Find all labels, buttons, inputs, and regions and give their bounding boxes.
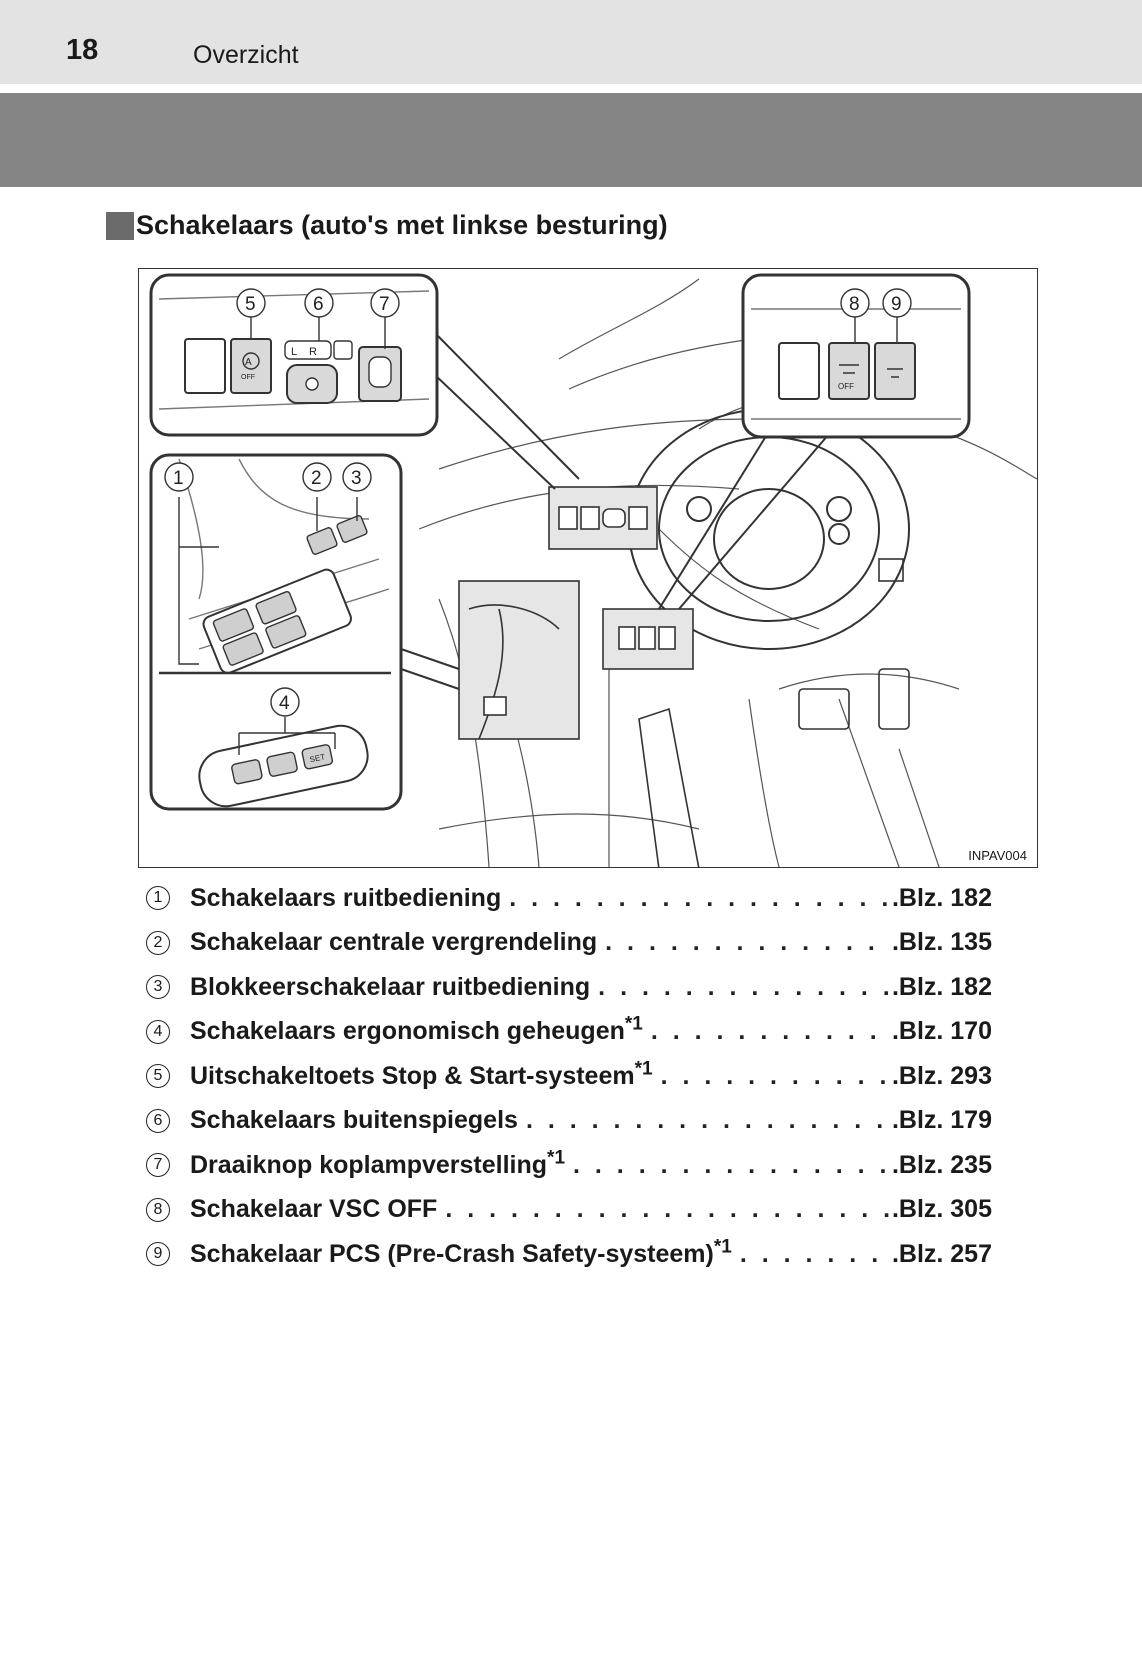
dot-leader: . . . . . . . . . . . . . . . . . . . . … — [739, 1239, 890, 1268]
list-item: 7 Draaiknop koplampverstelling*1 . . . .… — [146, 1143, 992, 1188]
item-number: 7 — [146, 1153, 170, 1178]
page-reference: .Blz. 182 — [891, 972, 992, 1001]
list-item: 9 Schakelaar PCS (Pre-Crash Safety-syste… — [146, 1232, 992, 1277]
item-label: Schakelaars ruitbediening — [190, 883, 502, 912]
list-item: 1 Schakelaars ruitbediening . . . . . . … — [146, 876, 992, 921]
callout-6: 6 — [313, 294, 324, 315]
callout-9: 9 — [891, 294, 902, 315]
item-label: Schakelaar centrale vergrendeling — [190, 928, 598, 957]
item-label: Draaiknop koplampverstelling — [190, 1150, 548, 1179]
dot-leader: . . . . . . . . . . . . . . . . . . . . … — [650, 1017, 890, 1046]
item-number: 4 — [146, 1019, 170, 1044]
item-label: Schakelaar PCS (Pre-Crash Safety-systeem… — [190, 1239, 714, 1268]
item-footnote: *1 — [634, 1058, 653, 1080]
item-footnote: *1 — [547, 1147, 566, 1169]
callout-7: 7 — [379, 294, 390, 315]
callout-5: 5 — [245, 294, 256, 315]
svg-text:SET: SET — [309, 752, 326, 764]
dashboard-illustration: A OFF L R 5 6 7 — [138, 268, 1038, 868]
callout-3: 3 — [351, 468, 362, 489]
item-label: Uitschakeltoets Stop & Start-systeem — [190, 1061, 635, 1090]
item-number: 6 — [146, 1108, 170, 1133]
dot-leader: . . . . . . . . . . . . . . . . . . . . … — [660, 1061, 890, 1090]
page-number: 18 — [66, 34, 99, 66]
list-item: 3 Blokkeerschakelaar ruitbediening . . .… — [146, 965, 992, 1010]
list-item: 2 Schakelaar centrale vergrendeling . . … — [146, 921, 992, 966]
switch-legend: 1 Schakelaars ruitbediening . . . . . . … — [146, 876, 992, 1277]
page-reference: .Blz. 135 — [891, 928, 992, 957]
item-number: 5 — [146, 1064, 170, 1089]
item-number: 1 — [146, 886, 170, 911]
list-item: 8 Schakelaar VSC OFF . . . . . . . . . .… — [146, 1188, 992, 1233]
header-band — [0, 93, 1142, 187]
page-reference: .Blz. 170 — [891, 1017, 992, 1046]
dot-leader: . . . . . . . . . . . . . . . . . . . . … — [573, 1150, 890, 1179]
page-reference: .Blz. 182 — [891, 883, 992, 912]
dot-leader: . . . . . . . . . . . . . . . . . . . . … — [445, 1195, 890, 1224]
inset-top-right: OFF 8 9 — [741, 273, 971, 439]
item-number: 3 — [146, 975, 170, 1000]
lower-switch-panel — [602, 608, 694, 670]
svg-text:R: R — [309, 346, 317, 358]
figure-code: INPAV004 — [968, 848, 1027, 863]
list-item: 6 Schakelaars buitenspiegels . . . . . .… — [146, 1099, 992, 1144]
svg-text:OFF: OFF — [241, 374, 255, 381]
heading-marker-icon — [106, 211, 134, 240]
inset-left: 1 2 3 SET 4 — [149, 453, 403, 811]
item-number: 9 — [146, 1242, 170, 1267]
illustration-drawing: A OFF L R 5 6 7 — [149, 273, 1037, 867]
page-reference: .Blz. 235 — [891, 1150, 992, 1179]
svg-text:A: A — [245, 357, 252, 368]
item-number: 2 — [146, 930, 170, 955]
dot-leader: . . . . . . . . . . . . . . . . . . . . … — [525, 1106, 890, 1135]
dot-leader: . . . . . . . . . . . . . . . . . . . . … — [598, 972, 890, 1001]
page-reference: .Blz. 305 — [891, 1195, 992, 1224]
page-reference: .Blz. 179 — [891, 1106, 992, 1135]
callout-4: 4 — [279, 693, 290, 714]
page-header — [0, 0, 1142, 84]
section-heading: Schakelaars (auto's met linkse besturing… — [106, 210, 668, 241]
svg-text:OFF: OFF — [838, 382, 854, 391]
item-label: Blokkeerschakelaar ruitbediening — [190, 972, 591, 1001]
item-footnote: *1 — [624, 1013, 643, 1035]
pedals — [638, 558, 910, 867]
callout-8: 8 — [849, 294, 860, 315]
center-switch-panel — [548, 486, 658, 550]
dot-leader: . . . . . . . . . . . . . . . . . . . . … — [509, 883, 890, 912]
item-label: Schakelaar VSC OFF — [190, 1195, 438, 1224]
item-label: Schakelaars ergonomisch geheugen — [190, 1017, 625, 1046]
item-label: Schakelaars buitenspiegels — [190, 1106, 518, 1135]
item-number: 8 — [146, 1197, 170, 1222]
page-reference: .Blz. 293 — [891, 1061, 992, 1090]
callout-1: 1 — [173, 468, 184, 489]
door-panel-area — [458, 580, 580, 740]
list-item: 4 Schakelaars ergonomisch geheugen*1 . .… — [146, 1010, 992, 1055]
page-reference: .Blz. 257 — [891, 1239, 992, 1268]
heading-text: Schakelaars (auto's met linkse besturing… — [136, 210, 668, 240]
item-footnote: *1 — [713, 1236, 732, 1258]
dot-leader: . . . . . . . . . . . . . . . . . . . . … — [605, 928, 890, 957]
section-title: Overzicht — [193, 41, 299, 69]
list-item: 5 Uitschakeltoets Stop & Start-systeem*1… — [146, 1054, 992, 1099]
inset-top-left: A OFF L R 5 6 7 — [149, 273, 439, 437]
svg-text:L: L — [291, 346, 297, 358]
callout-2: 2 — [311, 468, 322, 489]
